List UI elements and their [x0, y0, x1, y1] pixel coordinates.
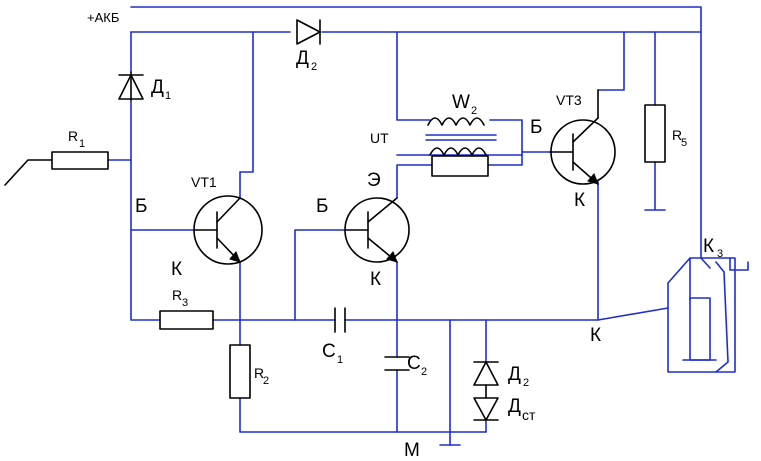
zener-dst	[473, 384, 499, 421]
label-vt2-k: К	[370, 269, 381, 290]
label-r1: R	[68, 128, 78, 144]
label-r2: R	[254, 365, 264, 381]
label-vt1: VT1	[191, 174, 217, 190]
label-dst-sub: ст	[522, 407, 536, 423]
label-r3-sub: 3	[182, 297, 188, 309]
label-r5: R	[672, 127, 682, 143]
label-k-node: К	[590, 325, 601, 346]
label-vt2-b: Б	[316, 196, 328, 217]
label-vt1-b: Б	[135, 196, 147, 217]
wires	[107, 6, 702, 446]
label-w2-sub: 2	[471, 105, 477, 117]
label-vt1-k: К	[171, 259, 182, 280]
diode-d2-top	[296, 19, 321, 45]
label-vt3-b: Б	[530, 117, 542, 138]
resistor-r1	[4, 151, 109, 186]
label-k3-sub: 3	[717, 248, 723, 260]
label-vt3-k: К	[574, 190, 585, 211]
resistor-r5	[644, 104, 666, 163]
label-e: Э	[367, 170, 381, 191]
label-vt3: VT3	[556, 92, 582, 108]
transistor-vt2	[344, 197, 410, 263]
label-c1-sub: 1	[337, 354, 343, 366]
resistor-r2	[229, 344, 251, 399]
label-d2-bottom-sub: 2	[523, 377, 529, 389]
label-dst: Д	[508, 396, 521, 417]
label-c1: C	[322, 341, 336, 362]
label-r5-sub: 5	[681, 137, 687, 149]
transformer-ut	[425, 117, 497, 177]
transistor-vt3	[549, 89, 616, 185]
label-d2-top: Д	[296, 48, 309, 69]
label-r2-sub: 2	[263, 375, 269, 387]
label-r3: R	[172, 287, 182, 303]
label-d2-top-sub: 2	[311, 61, 317, 73]
capacitor-c2	[384, 356, 410, 371]
label-ut: UT	[370, 130, 389, 146]
label-d1: Д	[151, 77, 164, 98]
label-akb: +АКБ	[87, 10, 119, 25]
capacitor-c1	[334, 307, 346, 333]
labels: +АКБ Д 1 Д 2 R 1 Б VT1 К R 3 R 2 UT W 2 …	[68, 10, 723, 461]
transistor-vt1	[193, 195, 263, 265]
label-k3: К	[703, 236, 714, 257]
label-c2: C	[407, 353, 421, 374]
diode-d2-bottom	[473, 361, 499, 386]
label-c2-sub: 2	[421, 366, 427, 378]
relay-k3	[667, 257, 749, 373]
label-w2: W	[452, 92, 470, 113]
label-d1-sub: 1	[165, 90, 171, 102]
label-m: М	[404, 440, 420, 461]
label-r1-sub: 1	[79, 138, 85, 150]
resistor-r3	[159, 310, 214, 330]
label-d2-bottom: Д	[508, 364, 521, 385]
diode-d1	[118, 71, 144, 101]
